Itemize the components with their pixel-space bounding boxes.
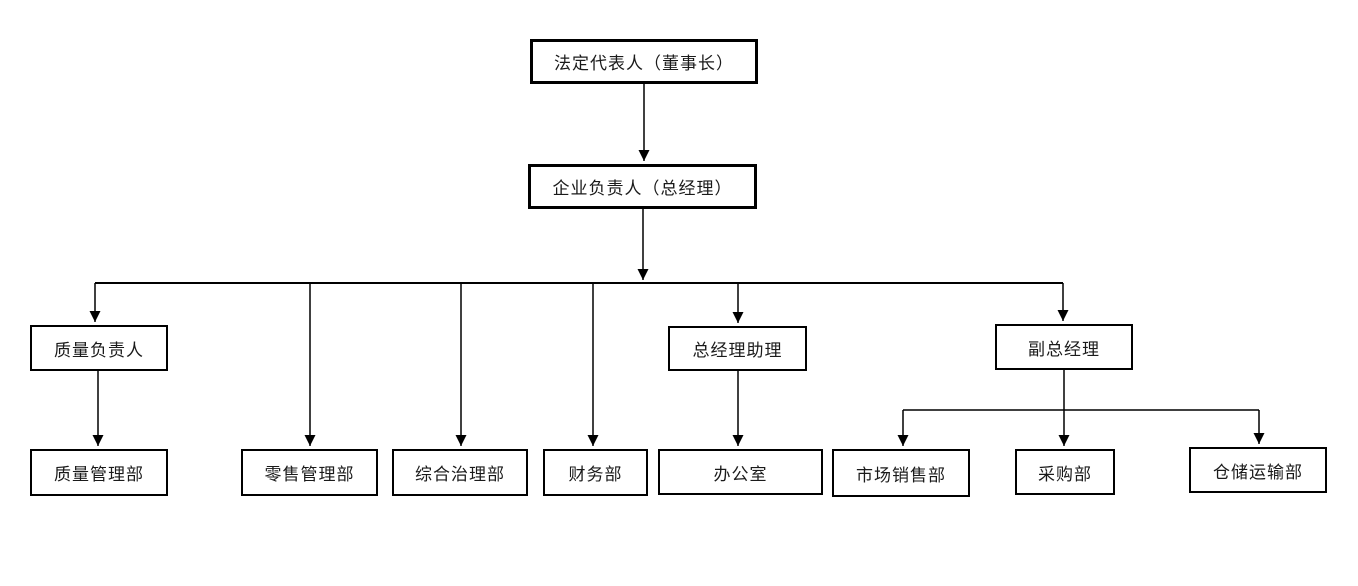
node-finance-dept: 财务部 (543, 449, 648, 496)
node-quality-mgmt-dept: 质量管理部 (30, 449, 168, 496)
node-gm-assistant: 总经理助理 (668, 326, 807, 371)
node-general-manager: 企业负责人（总经理） (528, 164, 757, 209)
node-deputy-gm: 副总经理 (995, 324, 1133, 370)
node-warehouse-transport-dept: 仓储运输部 (1189, 447, 1327, 493)
node-retail-mgmt-dept: 零售管理部 (241, 449, 378, 496)
node-governance-dept: 综合治理部 (392, 449, 528, 496)
node-legal-representative: 法定代表人（董事长） (530, 39, 758, 84)
node-market-sales-dept: 市场销售部 (832, 449, 970, 497)
node-purchasing-dept: 采购部 (1015, 449, 1115, 495)
node-office: 办公室 (658, 449, 823, 495)
node-quality-head: 质量负责人 (30, 325, 168, 371)
